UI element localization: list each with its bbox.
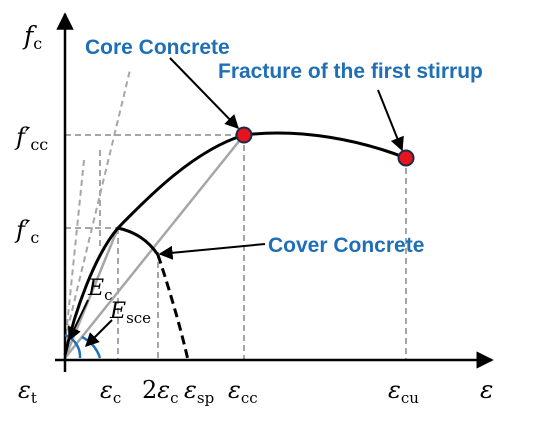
ec-label-main: E — [87, 276, 104, 301]
core-concrete-curve — [63, 131, 407, 356]
eps-cc-label-sub: cc — [241, 389, 258, 407]
ec-arc — [64, 333, 82, 359]
eps-t-label-sub: t — [31, 389, 37, 407]
eps-cu-label-main: ε — [388, 376, 401, 404]
arrows — [68, 57, 404, 347]
y-axis-label-sub: c — [33, 34, 42, 53]
fracture-point-marker — [397, 149, 415, 167]
esce-label-sub: sce — [126, 309, 151, 327]
eps-c-label-main: ε — [100, 376, 113, 404]
fracture-callout: Fracture of the first stirrup — [218, 60, 483, 83]
eps-t-label: εt — [18, 376, 37, 407]
core-concrete-callout: Core Concrete — [85, 36, 230, 59]
cover-concrete-spalling-curve — [156, 254, 190, 361]
y-axis-label: fc — [22, 21, 42, 53]
ec-label-arrow — [68, 299, 89, 342]
core-callout-arrow — [169, 57, 239, 130]
two-eps-c-label-prefix: 2 — [142, 376, 157, 404]
esce-label: Esce — [109, 299, 151, 327]
axes — [55, 12, 494, 372]
guide-lines — [64, 69, 407, 360]
x-axis-label: ε — [480, 375, 493, 404]
eps-cu-label-sub: cu — [401, 389, 419, 407]
fcc-label: f′cc — [14, 123, 48, 154]
two-eps-c-label-sub: c — [170, 389, 178, 407]
fracture-callout-arrow — [377, 89, 404, 152]
cover-callout-arrow — [158, 243, 266, 260]
fc-label-sub: c — [30, 228, 39, 247]
cover-concrete-callout: Cover Concrete — [268, 234, 424, 257]
eps-sp-label: εsp — [184, 376, 214, 407]
eps-c-label: εc — [100, 376, 121, 407]
ec-label: Ec — [87, 276, 112, 304]
ec-label-sub: c — [104, 286, 112, 304]
secant-lines — [63, 134, 245, 359]
guide-initial-tangent — [64, 159, 85, 346]
eps-cc-label-main: ε — [228, 376, 241, 404]
y-axis-label-main: f — [22, 21, 37, 50]
two-eps-c-label: 2εc — [142, 376, 179, 407]
esce-label-arrow — [85, 319, 113, 347]
eps-sp-label-sub: sp — [197, 389, 214, 407]
eps-sp-label-main: ε — [184, 376, 197, 404]
eps-cu-label: εcu — [388, 376, 419, 407]
eps-cc-label: εcc — [228, 376, 258, 407]
eps-c-label-sub: c — [113, 389, 121, 407]
fc-label: f′c — [14, 216, 39, 247]
fcc-label-main: f′ — [14, 123, 31, 151]
two-eps-c-label-main: ε — [157, 376, 170, 404]
cover-concrete-curve — [117, 226, 160, 256]
fcc-label-sub: cc — [30, 135, 48, 154]
fc-label-main: f′ — [14, 216, 31, 244]
secant-modulus-core — [64, 134, 245, 359]
guide-top-tangent — [64, 69, 131, 341]
peak-point-marker — [235, 126, 253, 144]
esce-label-main: E — [109, 299, 126, 324]
eps-t-label-main: ε — [18, 376, 31, 404]
